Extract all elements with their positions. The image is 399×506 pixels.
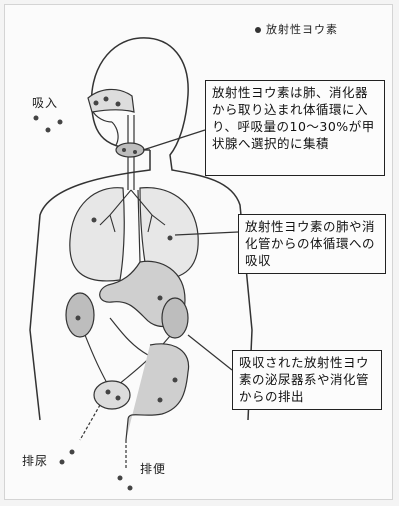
particle [168,236,173,241]
particle [60,460,65,465]
particle [122,148,126,152]
nasal-cavity [88,89,134,112]
large-intestine [126,344,189,440]
particle [76,316,81,321]
urine-arrow [80,405,100,440]
particle [116,102,121,107]
caption-box-absorption: 放射性ヨウ素の肺や消化管からの体循環への吸収 [238,214,386,274]
particle [34,116,39,121]
inhale-label: 吸入 [32,96,58,111]
caption-box-excretion: 吸収された放射性ヨウ素の泌尿器系や消化管からの排出 [232,350,382,410]
particle [70,450,75,455]
particle [133,150,137,154]
particle [118,476,123,481]
particle [158,398,163,403]
particle [46,128,51,133]
particle [92,218,97,223]
urine-label: 排尿 [22,454,48,469]
left-lung [70,188,124,281]
legend-dot-icon [255,27,261,33]
particle [106,390,111,395]
leader-line-3 [188,335,232,370]
legend-label: 放射性ヨウ素 [266,23,338,36]
particle [116,396,121,401]
thyroid [116,143,144,157]
bladder [94,381,130,409]
right-kidney [162,298,188,338]
particle [94,101,99,106]
particle [173,378,178,383]
particle [58,120,63,125]
left-kidney [66,293,94,337]
particle [104,97,109,102]
particle [128,486,133,491]
caption-box-thyroid: 放射性ヨウ素は肺、消化器から取り込まれ体循環に入り、呼吸量の10〜30%が甲状腺… [205,80,385,176]
feces-label: 排便 [140,462,166,477]
leader-line-1 [143,130,205,150]
legend: 放射性ヨウ素 [255,22,338,37]
particle [158,296,163,301]
